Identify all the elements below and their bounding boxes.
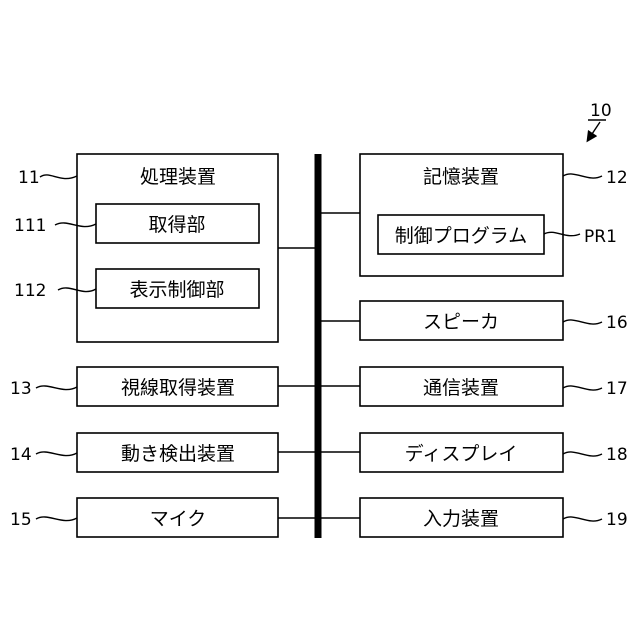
mic-leader [36, 517, 77, 521]
figure-ref-label: 10 [590, 101, 612, 121]
program-label: 制御プログラム [395, 225, 527, 247]
speaker-leader [563, 320, 602, 324]
motion-device-label: 動き検出装置 [121, 443, 235, 465]
processor-leader [40, 175, 77, 179]
acquire-unit-label: 取得部 [148, 214, 205, 236]
storage-ref: 12 [606, 168, 628, 188]
storage-label: 記憶装置 [423, 166, 499, 188]
mic-ref: 15 [10, 510, 32, 530]
motion-device-ref: 14 [10, 445, 32, 465]
comm-device-leader [563, 386, 602, 390]
processor-ref: 11 [18, 168, 40, 188]
figure-ref-arrow [588, 122, 600, 140]
display-leader [563, 452, 602, 456]
storage-leader [563, 174, 602, 178]
speaker-ref: 16 [606, 313, 628, 333]
input-device-ref: 19 [606, 510, 628, 530]
gaze-device-ref: 13 [10, 379, 32, 399]
input-device-label: 入力装置 [423, 508, 499, 530]
acquire-unit-ref: 111 [14, 216, 46, 236]
gaze-device-leader [36, 386, 77, 390]
display-control-unit-ref: 112 [14, 281, 46, 301]
display-label: ディスプレイ [405, 443, 518, 465]
processor-label: 処理装置 [140, 166, 216, 188]
mic-label: マイク [150, 508, 207, 530]
speaker-label: スピーカ [423, 311, 499, 333]
input-device-leader [563, 517, 602, 521]
gaze-device-label: 視線取得装置 [121, 377, 235, 399]
comm-device-label: 通信装置 [423, 377, 499, 399]
motion-device-leader [36, 452, 77, 456]
display-ref: 18 [606, 445, 628, 465]
comm-device-ref: 17 [606, 379, 628, 399]
display-control-unit-label: 表示制御部 [129, 279, 224, 301]
program-ref: PR1 [584, 227, 617, 247]
